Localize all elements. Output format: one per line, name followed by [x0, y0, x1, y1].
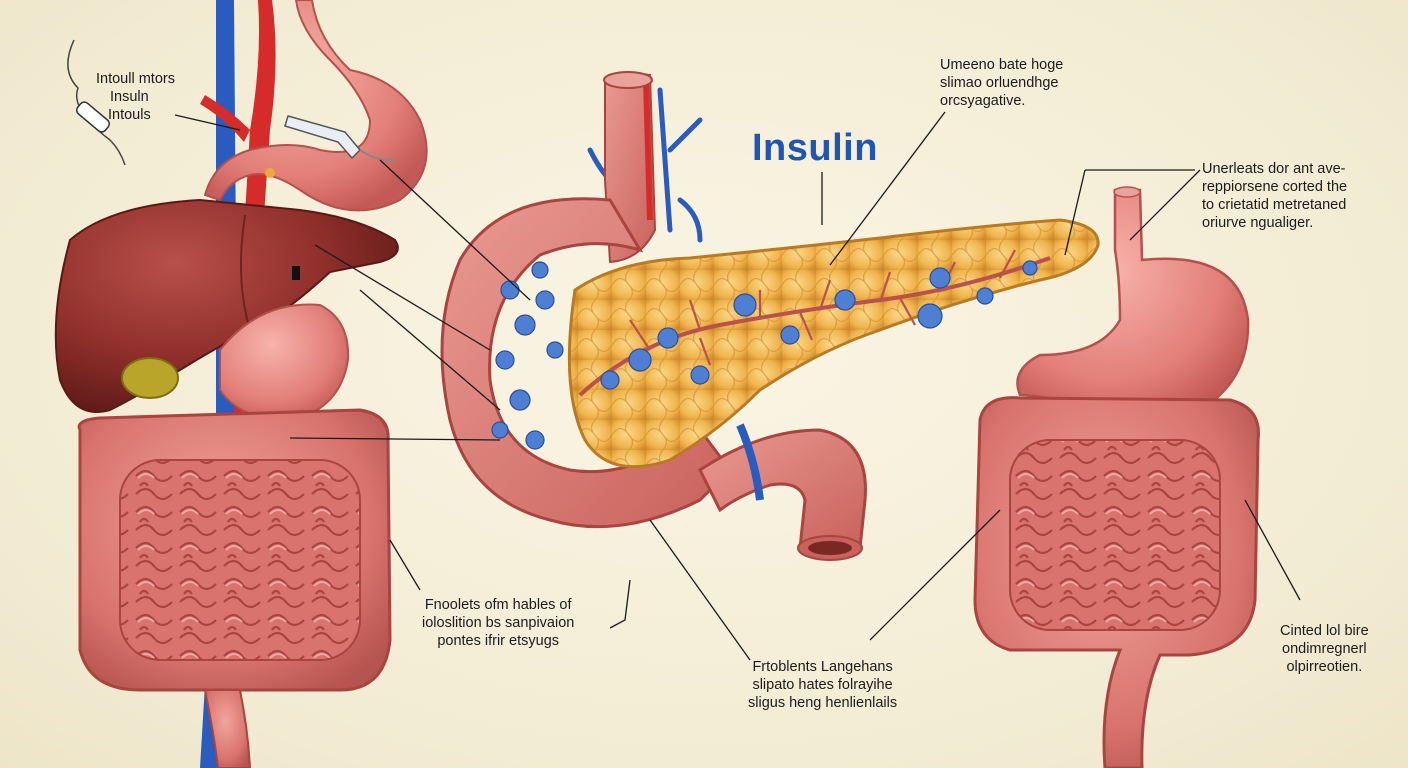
label-line: olpirreotien. — [1286, 659, 1363, 675]
label-line: sligus heng henlienlails — [748, 695, 898, 711]
pancreatic-duct — [578, 256, 1051, 397]
label-line: to crietatid metretaned — [1202, 197, 1347, 213]
gallbladder — [121, 357, 179, 399]
right-small-intestine — [1009, 439, 1221, 631]
label-line: Cinted lol bire — [1280, 623, 1369, 639]
label-bottom-center: Frtoblents Langehans slipato hates folra… — [748, 658, 897, 712]
label-line: oriurve ngualiger. — [1202, 215, 1314, 231]
label-bottom-right: Cinted lol bire ondimregnerl olpirreotie… — [1280, 622, 1369, 676]
insulin-pen-icon — [67, 39, 126, 166]
label-line: orcsyagative. — [940, 93, 1026, 109]
label-line: ondimregnerl — [1282, 641, 1367, 657]
leader-lines — [174, 111, 1301, 661]
label-line: Fnoolets ofm hables of — [424, 597, 572, 613]
label-line: slipato hates folrayihe — [752, 677, 893, 693]
liver-marker — [292, 266, 300, 280]
label-top-left: Intoull mtors Insuln Intouls — [96, 70, 175, 124]
label-line: pontes ifrir etsyugs — [437, 633, 560, 649]
right-anatomy-group — [973, 186, 1260, 768]
label-line: reppiorsene corted the — [1202, 179, 1348, 195]
label-top-center: Umeeno bate hoge slimao orluendhge orcsy… — [940, 56, 1063, 110]
diagram-title: Insulin — [752, 127, 878, 169]
label-bottom-left: Fnoolets ofm hables of ioloslition bs sa… — [422, 596, 574, 650]
syringe-icon — [284, 115, 362, 160]
label-line: ioloslition bs sanpivaion — [422, 615, 575, 631]
left-small-intestine — [119, 459, 361, 661]
left-stomach — [203, 0, 428, 212]
label-line: Intoull mtors — [96, 71, 175, 87]
label-line: Insuln — [110, 89, 149, 105]
label-line: slimao orluendhge — [940, 75, 1059, 91]
center-anatomy-group — [440, 71, 1100, 561]
label-right-upper: Unerleats dor ant ave- reppiorsene corte… — [1202, 160, 1347, 232]
label-line: Umeeno bate hoge — [940, 57, 1064, 73]
islets-of-langerhans — [600, 260, 1038, 390]
duodenum-jejunum — [698, 428, 867, 550]
label-line: Frtoblents Langehans — [752, 659, 893, 675]
label-line: Intouls — [108, 107, 151, 123]
left-anatomy-group — [54, 0, 428, 768]
duodenal-islets — [491, 261, 564, 450]
artery-branch — [200, 95, 250, 142]
label-line: Unerleats dor ant ave- — [1202, 161, 1346, 177]
